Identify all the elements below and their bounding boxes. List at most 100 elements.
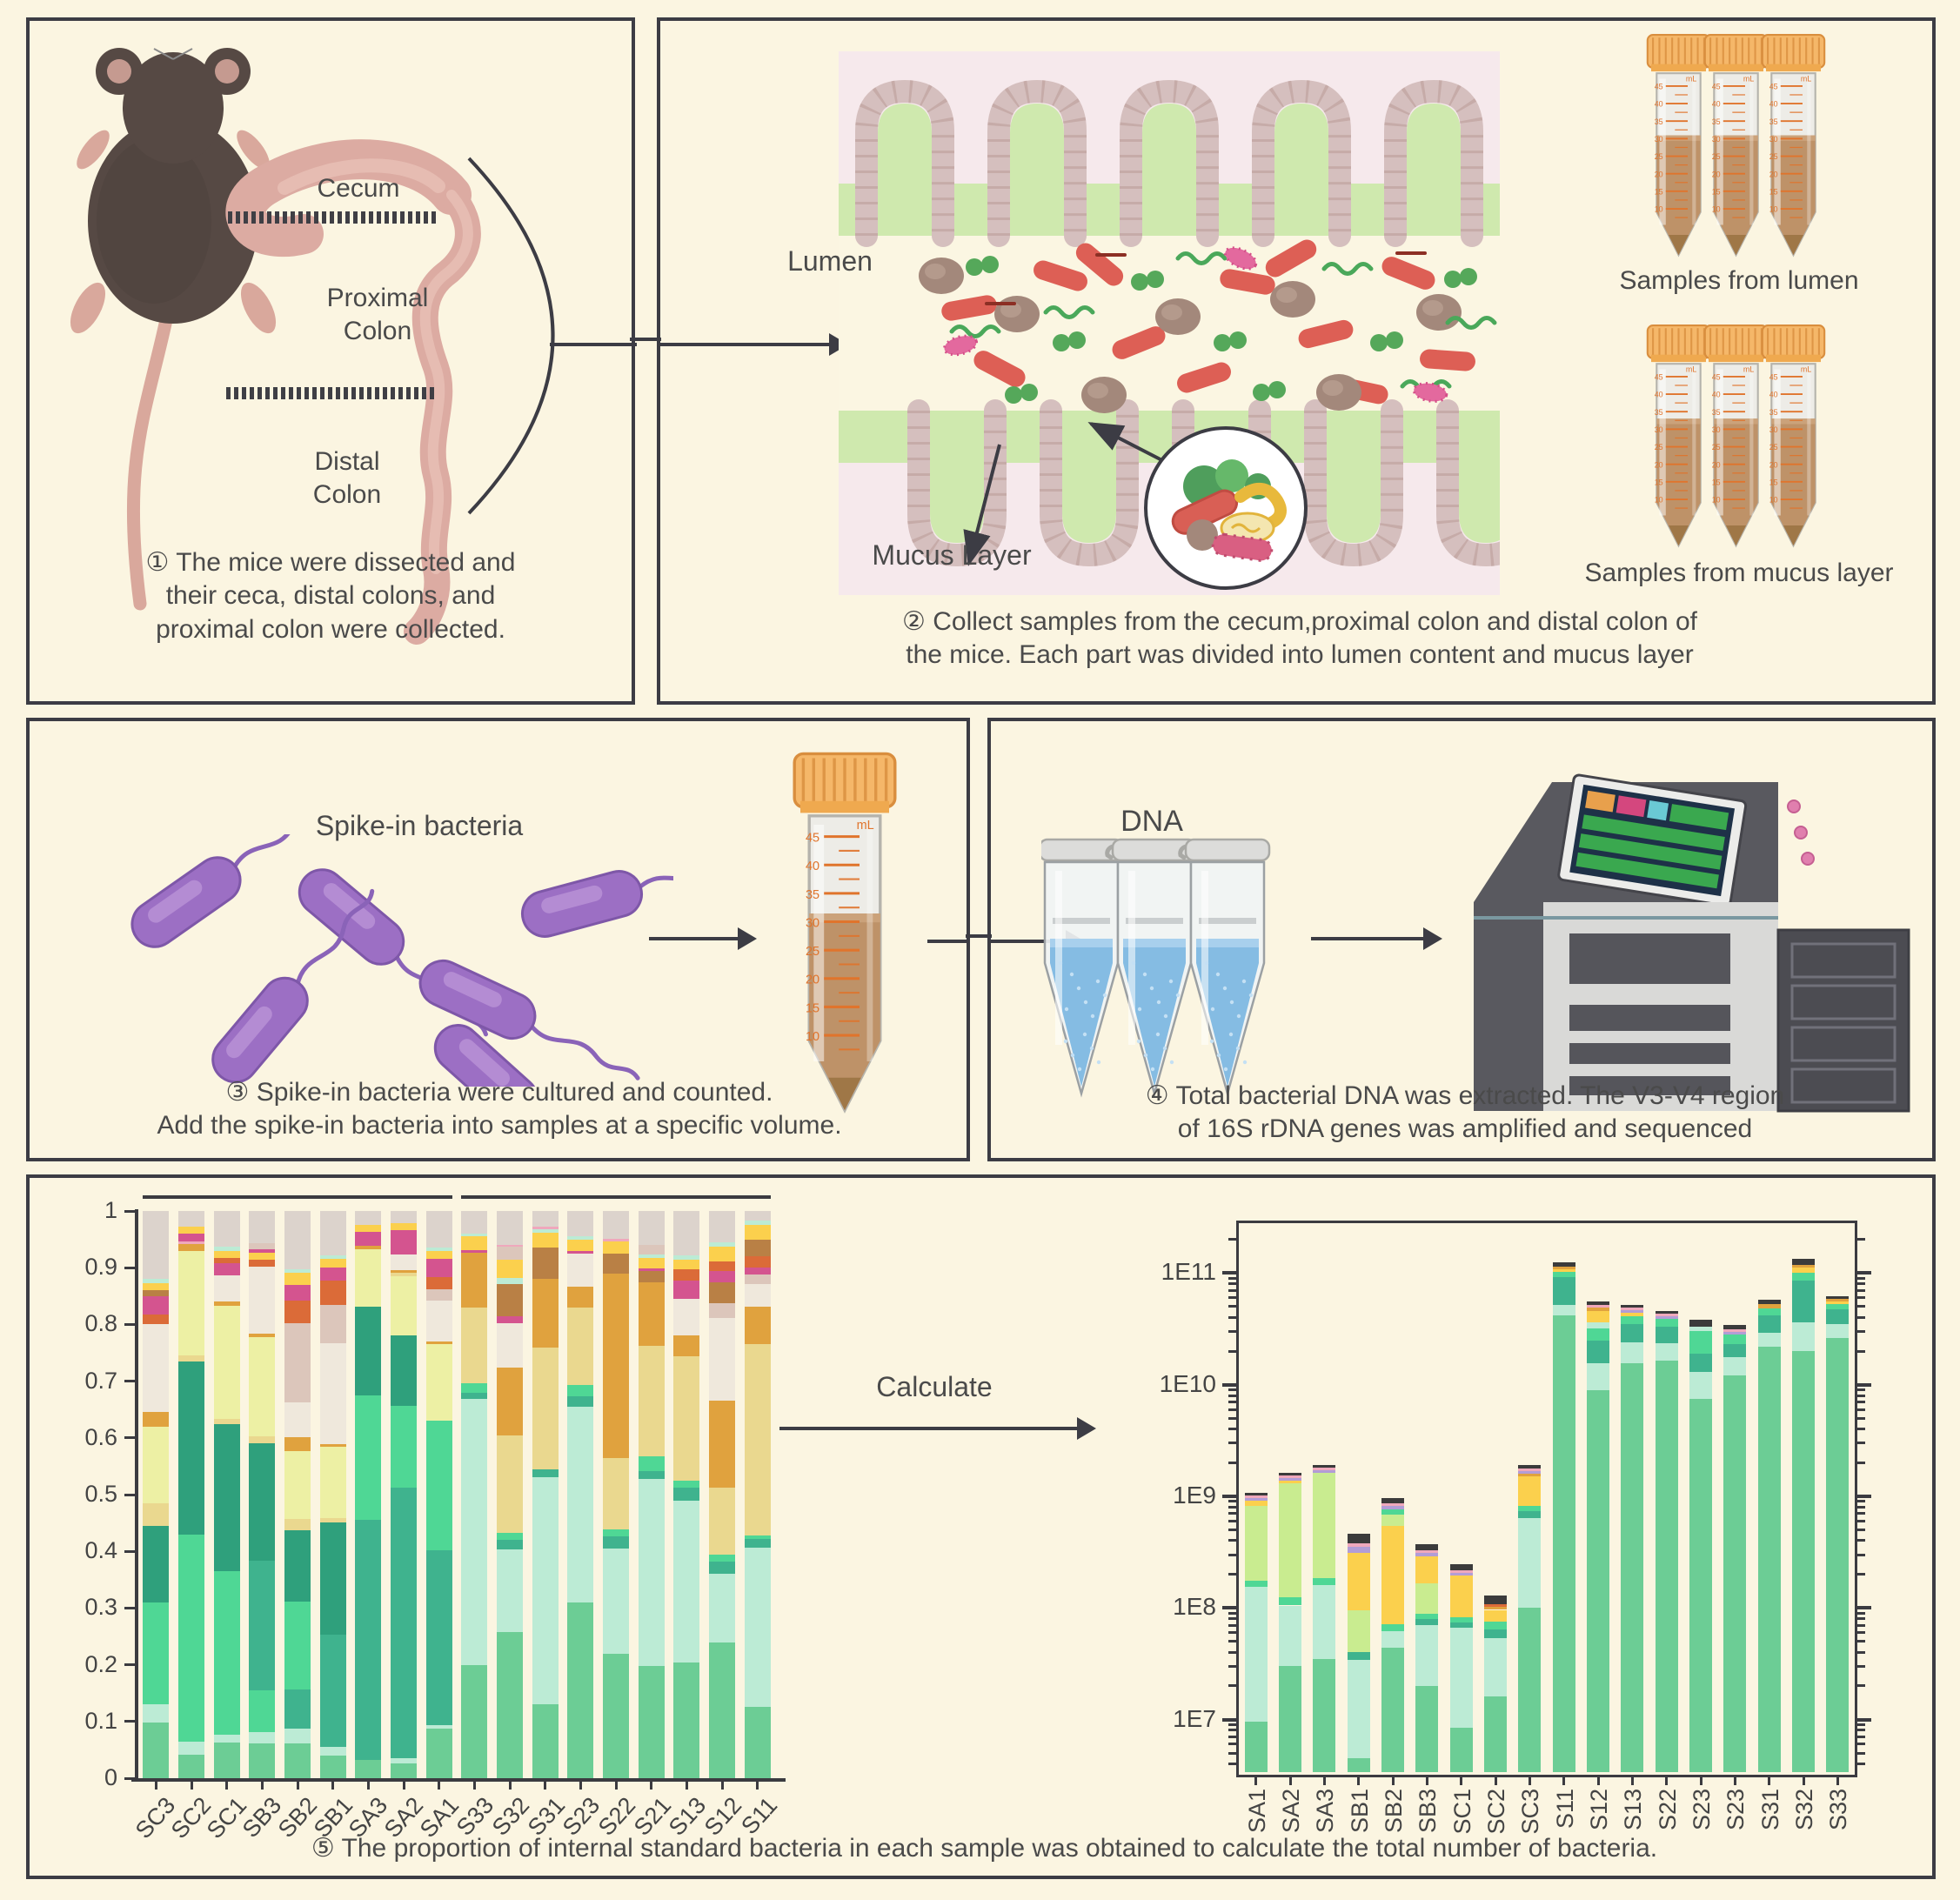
stacked-bar <box>284 1211 311 1778</box>
y-minor-tick <box>1228 1461 1236 1464</box>
bar-segment <box>1587 1328 1609 1341</box>
y-minor-tick <box>1228 1631 1236 1635</box>
bar-segment <box>1723 1357 1747 1376</box>
bar-segment <box>1518 1468 1542 1472</box>
y-major-tick <box>1857 1606 1871 1610</box>
y-minor-tick <box>1857 1296 1865 1300</box>
bar-segment <box>1244 1500 1268 1506</box>
bar-segment <box>1655 1360 1678 1772</box>
bar-segment <box>709 1241 735 1248</box>
x-tick-label: S22 <box>1654 1789 1681 1831</box>
bar-segment <box>673 1500 700 1662</box>
y-minor-tick <box>1857 1394 1865 1397</box>
bar-segment <box>1621 1313 1644 1317</box>
y-minor-tick <box>1857 1282 1865 1286</box>
bar-segment <box>1552 1267 1575 1270</box>
bar-segment <box>319 1268 346 1281</box>
svg-text:45: 45 <box>1712 83 1721 91</box>
bar-segment <box>391 1763 417 1778</box>
svg-text:mL: mL <box>1686 75 1696 84</box>
y-minor-tick <box>1857 1315 1865 1319</box>
bar-segment <box>1244 1722 1268 1772</box>
bar-segment <box>567 1211 594 1237</box>
x-tick <box>1528 1776 1531 1785</box>
bar-segment <box>1518 1517 1542 1609</box>
bar-segment <box>213 1211 240 1247</box>
y-major-tick <box>1857 1494 1871 1498</box>
y-minor-tick <box>1228 1623 1236 1627</box>
x-tick <box>1665 1776 1669 1785</box>
svg-text:mL: mL <box>1801 365 1811 374</box>
bar-segment <box>249 1442 276 1562</box>
bar-segment <box>391 1488 417 1758</box>
bar-segment <box>391 1406 417 1489</box>
bar-segment <box>638 1470 665 1479</box>
svg-text:10: 10 <box>1655 496 1663 505</box>
x-tick <box>650 1781 653 1790</box>
bar-segment <box>1313 1585 1336 1659</box>
x-tick-label: SC1 <box>1448 1789 1475 1835</box>
bar-segment <box>709 1211 735 1242</box>
bar-segment <box>461 1211 488 1234</box>
bar-segment <box>1279 1481 1301 1484</box>
y-minor-tick <box>1857 1401 1865 1404</box>
bar-segment <box>284 1601 311 1689</box>
bar-segment <box>709 1282 735 1303</box>
bar-segment <box>213 1301 240 1306</box>
bar-segment <box>213 1423 240 1572</box>
bar-segment <box>425 1724 452 1729</box>
bar-segment <box>603 1253 629 1274</box>
spike-in-bacteria-icons <box>130 834 673 1087</box>
x-tick <box>472 1781 476 1790</box>
svg-text:20: 20 <box>1655 170 1663 178</box>
y-minor-tick <box>1857 1729 1865 1732</box>
bar-segment <box>1587 1310 1609 1323</box>
bar-segment <box>673 1211 700 1255</box>
bar-segment <box>1723 1332 1747 1335</box>
bar-segment <box>249 1211 276 1243</box>
bar-segment <box>1415 1553 1439 1556</box>
svg-text:25: 25 <box>1712 152 1721 161</box>
bar-segment <box>1279 1475 1301 1479</box>
stacked-bar <box>567 1211 594 1778</box>
bar-segment <box>319 1258 346 1268</box>
bar-segment <box>567 1602 594 1778</box>
stacked-bar <box>355 1211 382 1778</box>
samples-from-lumen-label: Samples from lumen <box>1619 266 1859 295</box>
y-tick <box>124 1266 137 1269</box>
brace-arc <box>467 157 555 515</box>
mouse-ear-inner <box>215 59 239 84</box>
samples-from-mucus-label: Samples from mucus layer <box>1584 559 1894 587</box>
svg-text:40: 40 <box>1712 391 1721 399</box>
bar-segment <box>1552 1304 1575 1315</box>
bar-segment <box>1449 1573 1473 1576</box>
bar-segment <box>355 1249 382 1307</box>
bar-segment <box>1587 1322 1609 1328</box>
y-minor-tick <box>1228 1640 1236 1643</box>
bar-segment <box>1313 1470 1336 1474</box>
y-tick <box>124 1720 137 1723</box>
dissection-cut-mark-cecum <box>228 211 438 224</box>
bar-segment <box>1415 1685 1439 1772</box>
bar-segment <box>1381 1647 1404 1772</box>
y-minor-tick <box>1228 1238 1236 1241</box>
bar-segment <box>532 1704 559 1778</box>
x-tick-label: SB1 <box>1346 1789 1373 1834</box>
y-minor-tick <box>1857 1505 1865 1509</box>
bar-segment <box>143 1290 170 1296</box>
bar-segment <box>603 1535 629 1549</box>
bar-segment <box>143 1426 170 1503</box>
bar-segment <box>319 1254 346 1259</box>
bar-segment <box>425 1341 452 1345</box>
bar-segment <box>319 1211 346 1255</box>
x-tick <box>614 1781 618 1790</box>
bar-segment <box>1826 1323 1850 1339</box>
y-minor-tick <box>1857 1573 1865 1576</box>
bar-segment <box>1381 1502 1404 1506</box>
y-minor-tick <box>1228 1416 1236 1420</box>
